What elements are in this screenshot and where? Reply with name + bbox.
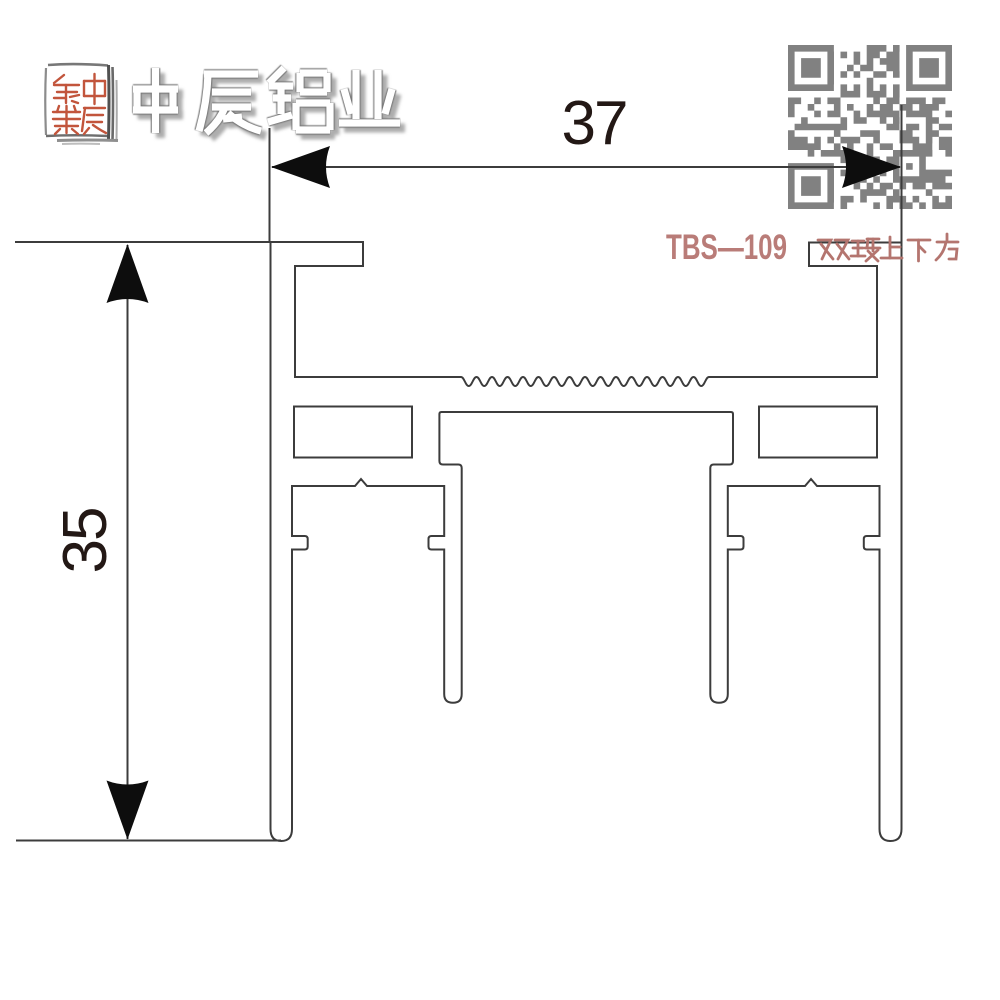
svg-text:37: 37 [562, 89, 627, 158]
svg-text:35: 35 [51, 509, 120, 574]
svg-text:TBS—109: TBS—109 [666, 228, 787, 267]
